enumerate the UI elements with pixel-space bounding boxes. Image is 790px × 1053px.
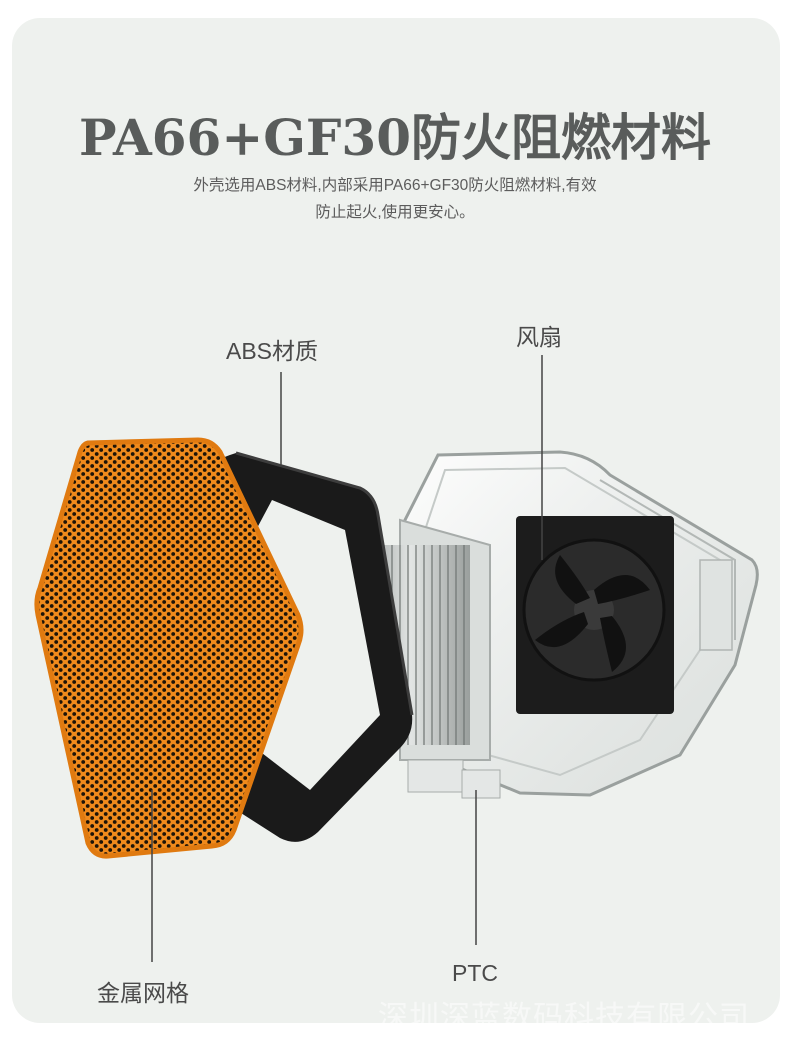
company-watermark: 深圳深蓝数码科技有限公司	[378, 1001, 750, 1034]
callout-ptc: PTC	[452, 960, 498, 986]
callout-metal-mesh: 金属网格	[97, 980, 189, 1006]
fan	[516, 516, 674, 714]
page-title: PA66+GF30防火阻燃材料	[78, 108, 711, 167]
subtitle-line-2: 防止起火,使用更安心。	[315, 204, 475, 221]
page-subtitle: 外壳选用ABS材料,内部采用PA66+GF30防火阻燃材料,有效 防止起火,使用…	[0, 172, 790, 226]
callout-fan: 风扇	[516, 324, 562, 350]
subtitle-line-1: 外壳选用ABS材料,内部采用PA66+GF30防火阻燃材料,有效	[193, 177, 597, 194]
callout-abs-material: ABS材质	[226, 338, 319, 364]
metal-mesh	[34, 437, 304, 859]
ptc-heater	[352, 518, 501, 799]
